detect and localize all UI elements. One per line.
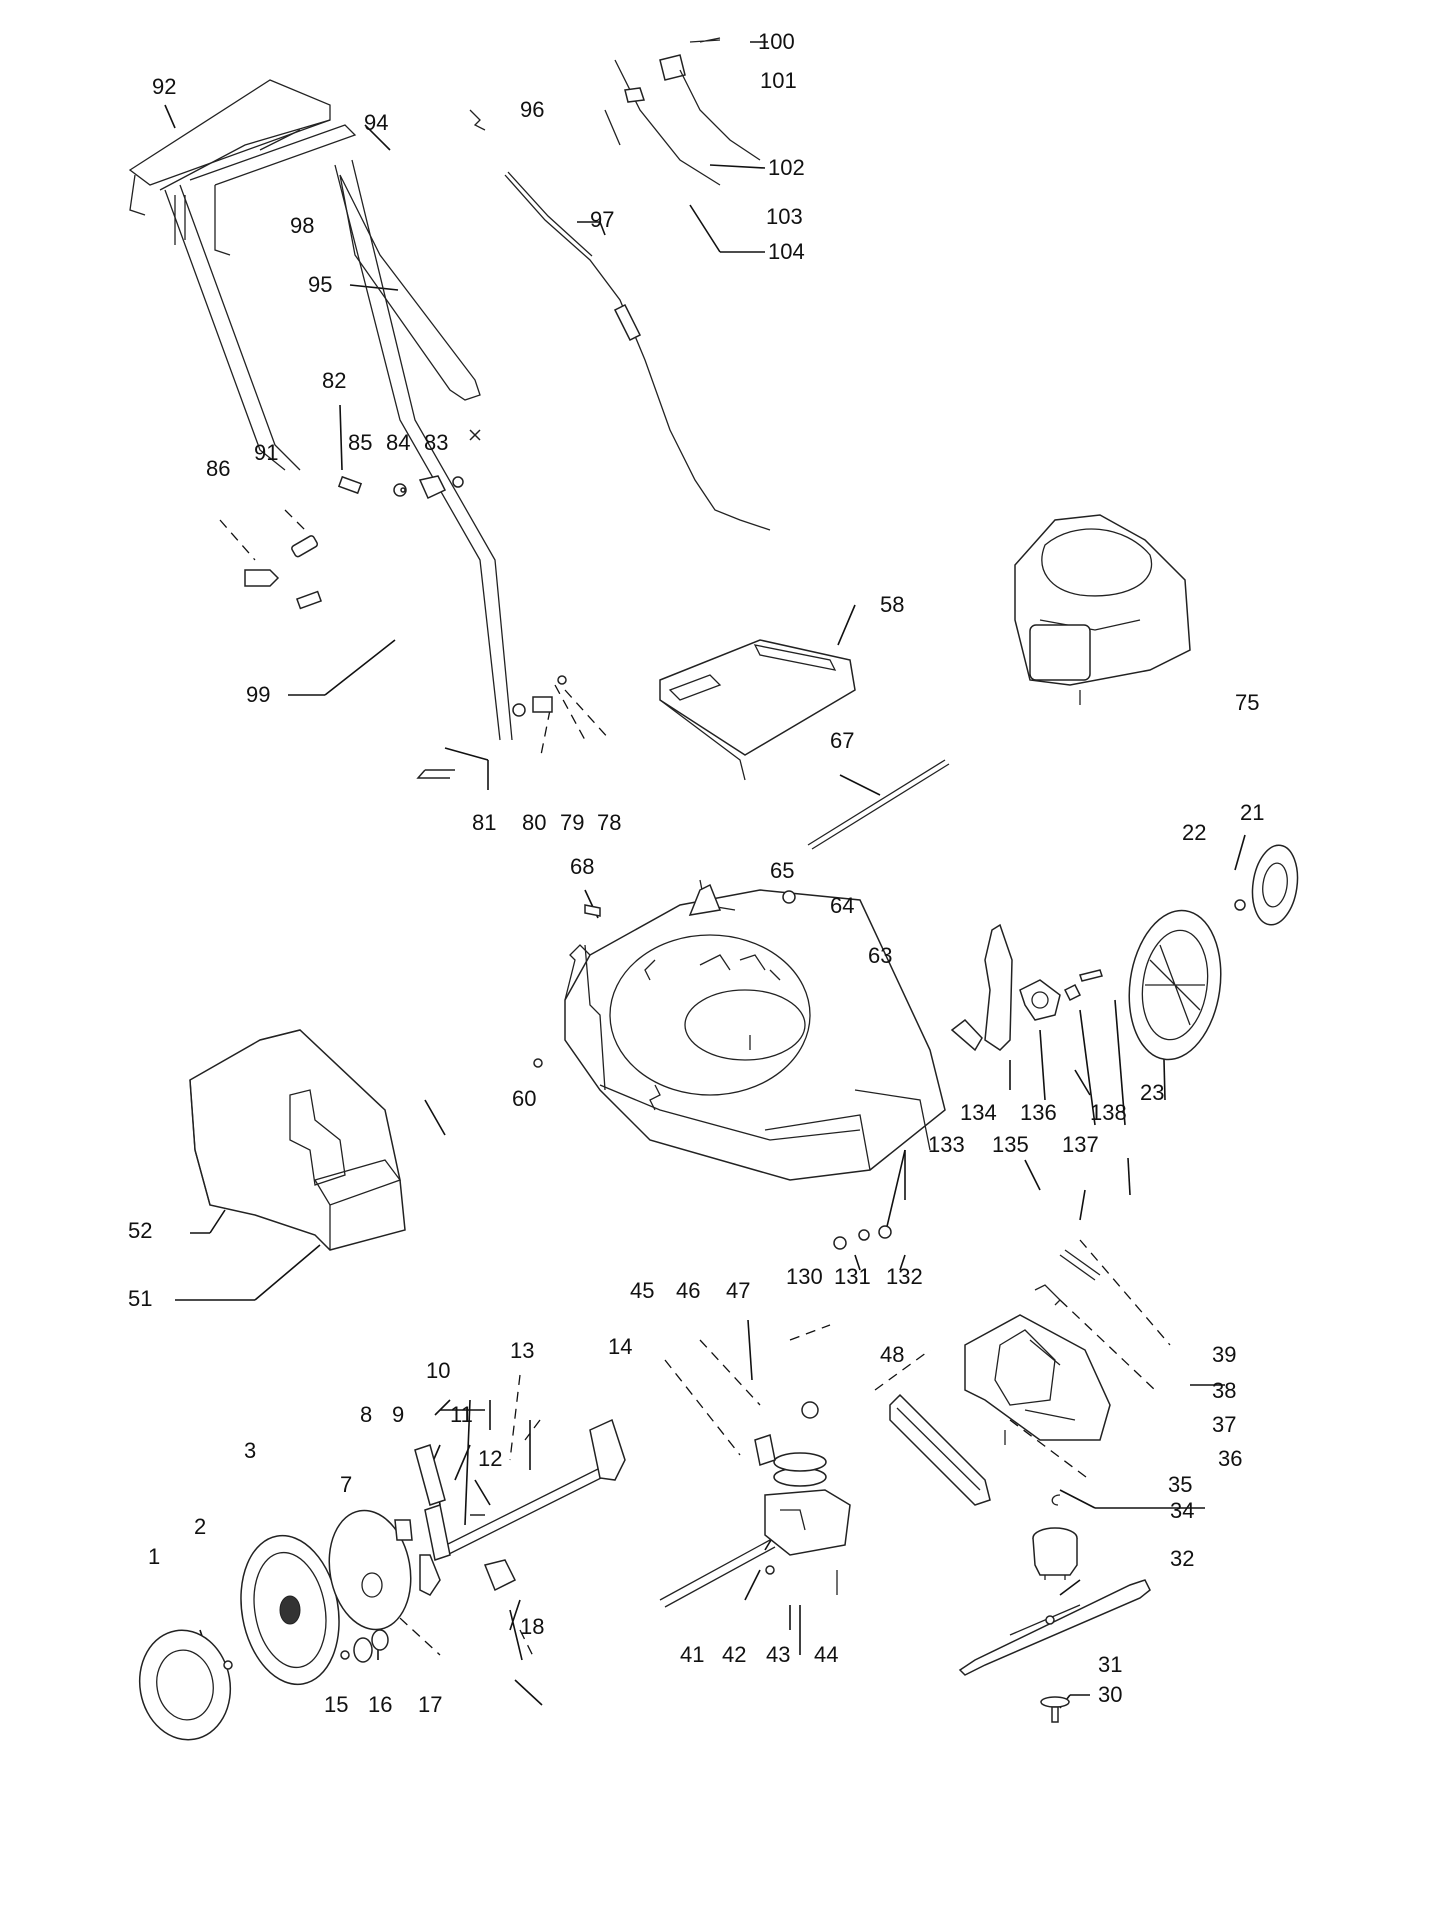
callout-75: 75 (1235, 690, 1260, 715)
callout-67: 67 (830, 728, 855, 753)
callout-9: 9 (392, 1402, 405, 1427)
callout-30: 30 (1098, 1682, 1123, 1707)
callout-82: 82 (322, 368, 347, 393)
callout-17: 17 (418, 1692, 443, 1717)
callout-22: 22 (1182, 820, 1207, 845)
callout-15: 15 (324, 1692, 349, 1717)
blade-adapter (1032, 1494, 1078, 1580)
callout-63: 63 (868, 943, 893, 968)
callout-34: 34 (1170, 1498, 1195, 1523)
callout-32: 32 (1170, 1546, 1195, 1571)
callout-43: 43 (766, 1642, 791, 1667)
callout-38: 38 (1212, 1378, 1237, 1403)
callout-8: 8 (360, 1402, 373, 1427)
callout-80: 80 (522, 810, 547, 835)
callout-2: 2 (194, 1514, 207, 1539)
rear-wheel-right (1128, 844, 1299, 1061)
rear-flap (659, 639, 950, 850)
callout-35: 35 (1168, 1472, 1193, 1497)
callout-1: 1 (148, 1544, 161, 1569)
callout-132: 132 (886, 1264, 923, 1289)
callout-60: 60 (512, 1086, 537, 1111)
lower-handle-bars (164, 159, 513, 741)
callout-10: 10 (426, 1358, 451, 1383)
callout-16: 16 (368, 1692, 393, 1717)
callout-135: 135 (992, 1132, 1029, 1157)
callout-92: 92 (152, 74, 177, 99)
callout-46: 46 (676, 1278, 701, 1303)
callout-39: 39 (1212, 1342, 1237, 1367)
callout-37: 37 (1212, 1412, 1237, 1437)
cutting-blade (958, 1579, 1151, 1676)
callout-100: 100 (758, 29, 795, 54)
deck-washers (833, 1225, 892, 1250)
callout-14: 14 (608, 1334, 633, 1359)
callout-68: 68 (570, 854, 595, 879)
callout-85: 85 (348, 430, 373, 455)
callout-78: 78 (597, 810, 622, 835)
callout-131: 131 (834, 1264, 871, 1289)
callout-101: 101 (760, 68, 797, 93)
callout-95: 95 (308, 272, 333, 297)
callout-104: 104 (768, 239, 805, 264)
front-axle (394, 1418, 626, 1596)
mower-deck (533, 879, 946, 1181)
callout-102: 102 (768, 155, 805, 180)
callout-58: 58 (880, 592, 905, 617)
callout-52: 52 (128, 1218, 153, 1243)
callout-133: 133 (928, 1132, 965, 1157)
callout-47: 47 (726, 1278, 751, 1303)
callout-48: 48 (880, 1342, 905, 1367)
callout-21: 21 (1240, 800, 1265, 825)
callout-83: 83 (424, 430, 449, 455)
callout-84: 84 (386, 430, 411, 455)
callout-44: 44 (814, 1642, 839, 1667)
callout-96: 96 (520, 97, 545, 122)
cable-and-controls (469, 37, 771, 531)
callout-11: 11 (450, 1402, 473, 1427)
callout-36: 36 (1218, 1446, 1243, 1471)
engine (1014, 514, 1191, 705)
callout-134: 134 (960, 1100, 997, 1125)
drive-belt (889, 1393, 991, 1506)
callout-12: 12 (478, 1446, 503, 1471)
callout-138: 138 (1090, 1100, 1127, 1125)
handle-hardware (244, 429, 567, 779)
callout-137: 137 (1062, 1132, 1099, 1157)
height-adjuster (950, 923, 1103, 1052)
callout-7: 7 (340, 1472, 353, 1497)
callout-79: 79 (560, 810, 585, 835)
callout-103: 103 (766, 204, 803, 229)
blade-bolt-washer (1040, 1696, 1070, 1723)
callout-42: 42 (722, 1642, 747, 1667)
front-wheel-left (138, 1534, 340, 1741)
drive-pulley-left (328, 1509, 412, 1663)
belt-cover (964, 1249, 1111, 1445)
callout-13: 13 (510, 1338, 535, 1363)
callout-130: 130 (786, 1264, 823, 1289)
callout-86: 86 (206, 456, 231, 481)
upper-handle (128, 79, 357, 256)
callout-41: 41 (680, 1642, 705, 1667)
callout-81: 81 (472, 810, 497, 835)
callout-51: 51 (128, 1286, 153, 1311)
callout-91: 91 (254, 440, 279, 465)
callout-31: 31 (1098, 1652, 1123, 1677)
callout-98: 98 (290, 213, 315, 238)
callout-3: 3 (244, 1438, 257, 1463)
callout-23: 23 (1140, 1080, 1165, 1105)
gearbox (659, 1401, 851, 1608)
callout-64: 64 (830, 893, 855, 918)
callout-65: 65 (770, 858, 795, 883)
callout-94: 94 (364, 110, 389, 135)
callout-45: 45 (630, 1278, 655, 1303)
callout-99: 99 (246, 682, 271, 707)
callout-136: 136 (1020, 1100, 1057, 1125)
callout-18: 18 (520, 1614, 545, 1639)
grass-catcher (189, 1029, 406, 1251)
callout-97: 97 (590, 207, 615, 232)
